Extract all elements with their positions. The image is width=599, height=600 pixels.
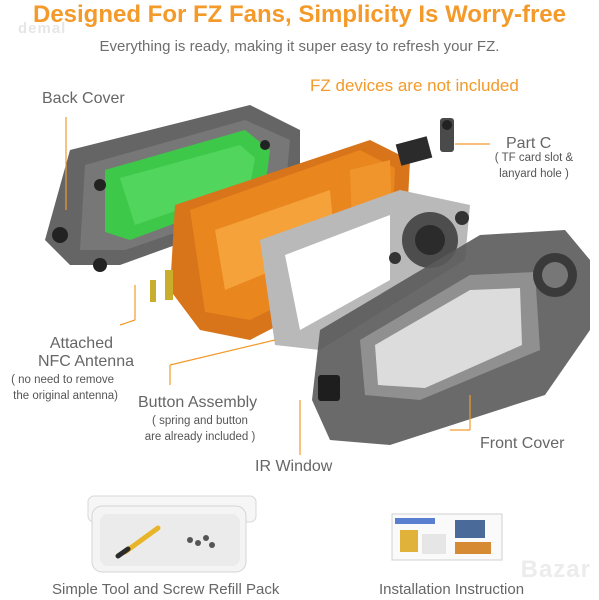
- page-subtitle: Everything is ready, making it super eas…: [99, 38, 500, 55]
- button-assembly-label: Button Assembly: [138, 394, 258, 411]
- watermark-demal: demal: [18, 20, 67, 37]
- button-assembly-note-2: are already included ): [144, 431, 256, 443]
- nfc-label-line2: NFC Antenna: [37, 353, 134, 370]
- page-title: Designed For FZ Fans, Simplicity Is Worr…: [32, 1, 566, 28]
- back-cover-label: Back Cover: [42, 90, 125, 107]
- fz-not-included-note: FZ devices are not included: [310, 76, 519, 95]
- installation-caption: Installation Instruction: [379, 581, 525, 598]
- ir-window-label: IR Window: [255, 458, 333, 475]
- button-assembly-note-1: ( spring and button: [152, 415, 248, 427]
- nfc-note-1: ( no need to remove: [11, 374, 114, 386]
- part-c-note-2: lanyard hole ): [499, 168, 569, 180]
- instruction-card-image: [391, 513, 503, 561]
- part-c-part: [395, 118, 454, 166]
- part-c-note-1: ( TF card slot &: [494, 152, 574, 164]
- callout-lines: [65, 117, 490, 455]
- tool-pack-caption: Simple Tool and Screw Refill Pack: [52, 581, 280, 598]
- button-assembly-part: [260, 190, 470, 350]
- front-cover-label: Front Cover: [480, 435, 565, 452]
- watermark-bazar: Bazar: [520, 556, 591, 583]
- nfc-note-2: the original antenna): [13, 390, 118, 402]
- back-cover-part: [45, 105, 300, 272]
- tool-box-image: [87, 495, 257, 573]
- front-cover-part: [312, 230, 590, 445]
- part-c-label: Part C: [506, 135, 552, 152]
- nfc-label-line1: Attached: [49, 335, 113, 352]
